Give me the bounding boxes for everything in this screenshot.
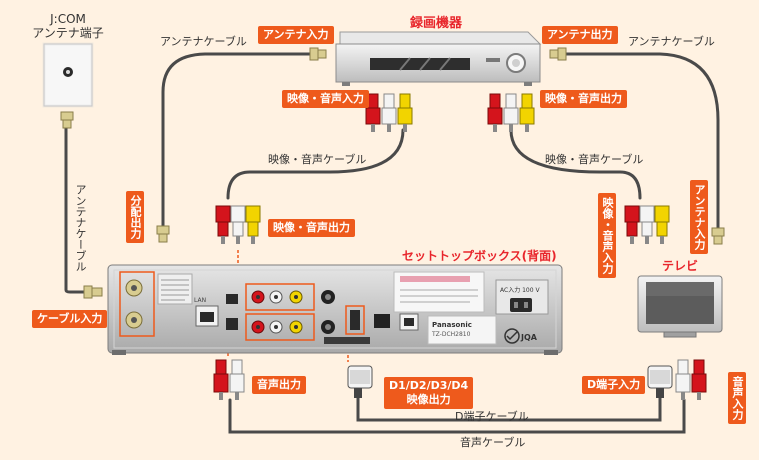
jcom-line1: J:COM [50, 12, 86, 26]
antenna-cable-label-right: アンテナケーブル [628, 35, 715, 48]
d-cable-label: D端子ケーブル [455, 410, 529, 423]
stb-rear-panel: LAN [107, 264, 563, 355]
panel-brand: Panasonic [432, 321, 472, 329]
cable-in-connector [83, 285, 103, 299]
tag-d-in: D端子入力 [582, 376, 646, 394]
tv-antenna-in-connector [711, 227, 725, 245]
svg-text:LAN: LAN [194, 297, 206, 304]
tag-antenna-in: アンテナ入力 [258, 26, 334, 44]
jcom-terminal-label: J:COM アンテナ端子 [32, 12, 104, 40]
tag-av-out-stb: 映像・音声出力 [268, 219, 355, 237]
tv-device [637, 275, 723, 338]
recorder-antenna-out-connector [549, 47, 567, 61]
tag-av-out-recorder: 映像・音声出力 [540, 90, 627, 108]
tv-title: テレビ [662, 259, 699, 273]
stb-title: セットトップボックス(背面) [402, 249, 557, 263]
tv-av-in-plugs [624, 205, 670, 244]
cable-recorder-to-tv-antenna [564, 52, 720, 230]
antenna-cable-label-left: アンテナケーブル [160, 35, 247, 48]
cable-jcom-to-stb [64, 126, 96, 294]
recorder-antenna-in-connector [309, 47, 327, 61]
cable-audio [228, 398, 686, 434]
cables [64, 52, 720, 434]
cable-splitter-to-recorder [161, 52, 312, 234]
cable-av-left [226, 128, 405, 200]
cable-av-right [509, 128, 642, 200]
stb-d-out-plug [347, 365, 373, 398]
tag-cable-in: ケーブル入力 [32, 310, 108, 328]
jcom-line2: アンテナ端子 [32, 26, 104, 40]
recorder-title: 録画機器 [410, 16, 463, 31]
tv-d-in-plug [647, 365, 673, 398]
recorder-av-out-plugs [487, 93, 535, 132]
recorder-av-in-plugs [365, 93, 413, 132]
recorder-device [335, 31, 542, 86]
splitter-out-connector [156, 225, 170, 243]
stb-audio-out-plugs [213, 359, 245, 400]
tag-tv-antenna-in: アンテナ入力 [690, 180, 708, 254]
panel-model: TZ-DCH2810 [431, 331, 471, 338]
av-cable-label-right: 映像・音声ケーブル [545, 153, 644, 166]
stb-av-out-plugs [215, 205, 261, 244]
panel-ac-label: AC入力 100 V [500, 286, 540, 294]
tag-tv-av-in: 映像・音声入力 [598, 193, 616, 278]
tag-d-out-line2: 映像出力 [406, 393, 451, 406]
av-cable-label-left: 映像・音声ケーブル [268, 153, 367, 166]
antenna-cable-label-vertical: アンテナケーブル [74, 184, 87, 272]
tag-tv-audio-in: 音声入力 [728, 372, 746, 424]
tag-audio-out: 音声出力 [252, 376, 306, 394]
panel-jqa-mark: JQA [520, 333, 538, 342]
tag-av-in: 映像・音声入力 [282, 90, 369, 108]
tag-splitter-out: 分配出力 [126, 191, 144, 243]
tv-audio-in-plugs [675, 359, 707, 400]
tag-d-out-line1: D1/D2/D3/D4 [389, 379, 469, 392]
tag-d-out: D1/D2/D3/D4 映像出力 [384, 377, 474, 409]
audio-cable-label: 音声ケーブル [460, 436, 526, 449]
tag-antenna-out: アンテナ出力 [542, 26, 618, 44]
cable-d-terminal [356, 396, 662, 422]
jcom-antenna-terminal [42, 42, 94, 129]
